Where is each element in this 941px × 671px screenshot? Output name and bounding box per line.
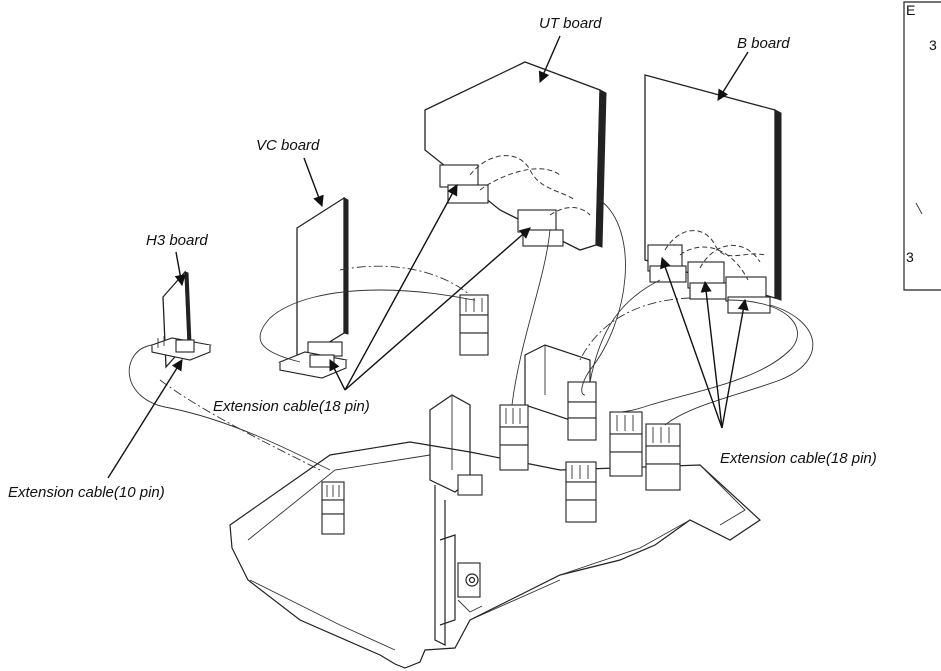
chassis-connector-left [321,481,345,535]
leaders-ext-cable-18-center [329,184,531,391]
chassis-connector-right-2 [645,423,681,491]
chassis-connector-center-4 [565,461,597,523]
chassis-connector-center-2 [499,404,529,471]
leader-vc-board [303,157,324,208]
label-h3-board: H3 board [146,232,208,249]
leader-h3-board [174,251,186,287]
h3-board [149,270,213,369]
ut-board [424,61,607,251]
label-b-board: B board [737,35,790,52]
inset-digit-top: 3 [929,37,937,53]
chassis [229,344,761,669]
leader-b-board [717,51,749,101]
cable-plug-middle [459,294,489,356]
label-ext-cable-10: Extension cable(10 pin) [8,484,165,501]
label-ut-board: UT board [539,15,602,32]
leader-ext-cable-10 [107,359,183,479]
cables [128,199,814,471]
chassis-connector-center-1 [457,474,483,496]
label-ext-cable-18-right: Extension cable(18 pin) [720,450,877,467]
label-ext-cable-18-center: Extension cable(18 pin) [213,398,370,415]
chassis-connector-right-1 [609,411,643,477]
inset-frame-fragment: E 3 3 [903,1,941,291]
leader-ut-board [538,35,561,84]
label-vc-board: VC board [256,137,320,154]
inset-letter: E [906,2,915,18]
b-board [644,74,782,314]
leaders-ext-cable-18-right [660,256,749,429]
knob [465,573,479,587]
vc-board [278,196,349,379]
inset-digit-bottom: 3 [906,249,914,265]
